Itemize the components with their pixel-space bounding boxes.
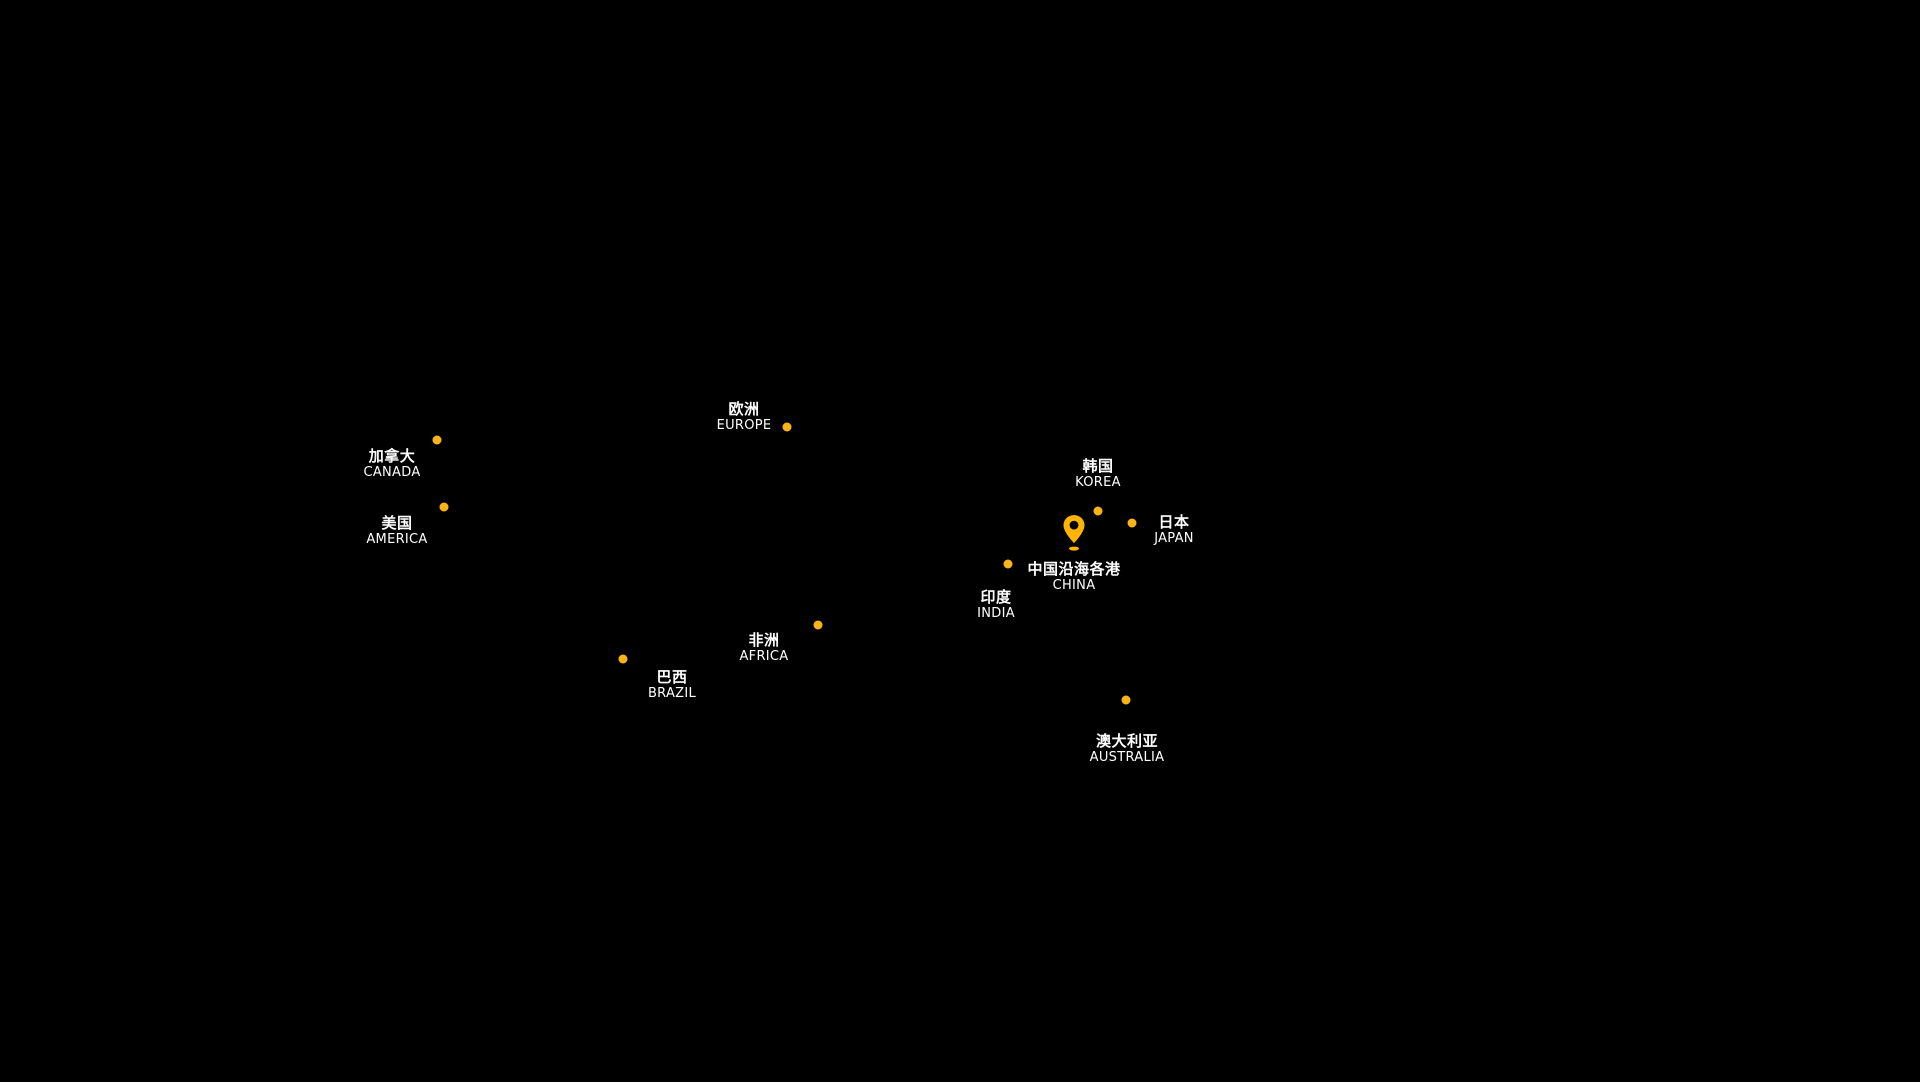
location-name-zh: 中国沿海各港 [1027,560,1121,578]
location-name-zh: 非洲 [748,631,780,649]
location-dot-africa[interactable] [813,620,823,630]
location-dot-india[interactable] [1003,559,1013,569]
location-name-en: AMERICA [366,532,428,547]
location-name-en: KOREA [1075,475,1121,490]
location-dot-korea[interactable] [1093,506,1103,516]
location-name-en: EUROPE [716,418,772,433]
location-label-africa: 非洲 AFRICA [739,632,788,664]
location-name-zh: 美国 [381,514,413,532]
location-dot-japan[interactable] [1127,518,1137,528]
location-name-zh: 澳大利亚 [1095,732,1159,750]
location-name-zh: 加拿大 [368,447,416,465]
location-name-en: AFRICA [739,649,789,664]
location-name-en: AUSTRALIA [1089,750,1165,765]
location-dot-australia[interactable] [1121,695,1131,705]
location-label-japan: 日本 JAPAN [1154,514,1194,546]
location-name-zh: 巴西 [656,668,688,686]
location-name-en: INDIA [977,606,1015,621]
location-name-en: BRAZIL [647,686,697,701]
location-label-europe: 欧洲 EUROPE [717,401,772,433]
location-label-australia: 澳大利亚 AUSTRALIA [1090,733,1165,765]
location-name-en: JAPAN [1154,531,1194,546]
location-dot-brazil[interactable] [618,654,628,664]
location-dot-europe[interactable] [782,422,792,432]
location-dot-america[interactable] [439,502,449,512]
location-name-zh: 印度 [980,588,1012,606]
location-name-zh: 韩国 [1082,457,1114,475]
location-dot-canada[interactable] [432,435,442,445]
location-name-en: CHINA [1052,578,1096,593]
location-label-korea: 韩国 KOREA [1075,458,1121,490]
location-label-america: 美国 AMERICA [366,515,427,547]
location-label-india: 印度 INDIA [977,589,1015,621]
location-name-zh: 日本 [1158,513,1190,531]
location-label-china: 中国沿海各港 CHINA [1027,561,1120,593]
location-label-canada: 加拿大 CANADA [363,448,420,480]
location-name-zh: 欧洲 [728,400,760,418]
location-label-brazil: 巴西 BRAZIL [648,669,696,701]
location-name-en: CANADA [363,465,421,480]
location-pin-icon-china[interactable] [1062,514,1086,552]
